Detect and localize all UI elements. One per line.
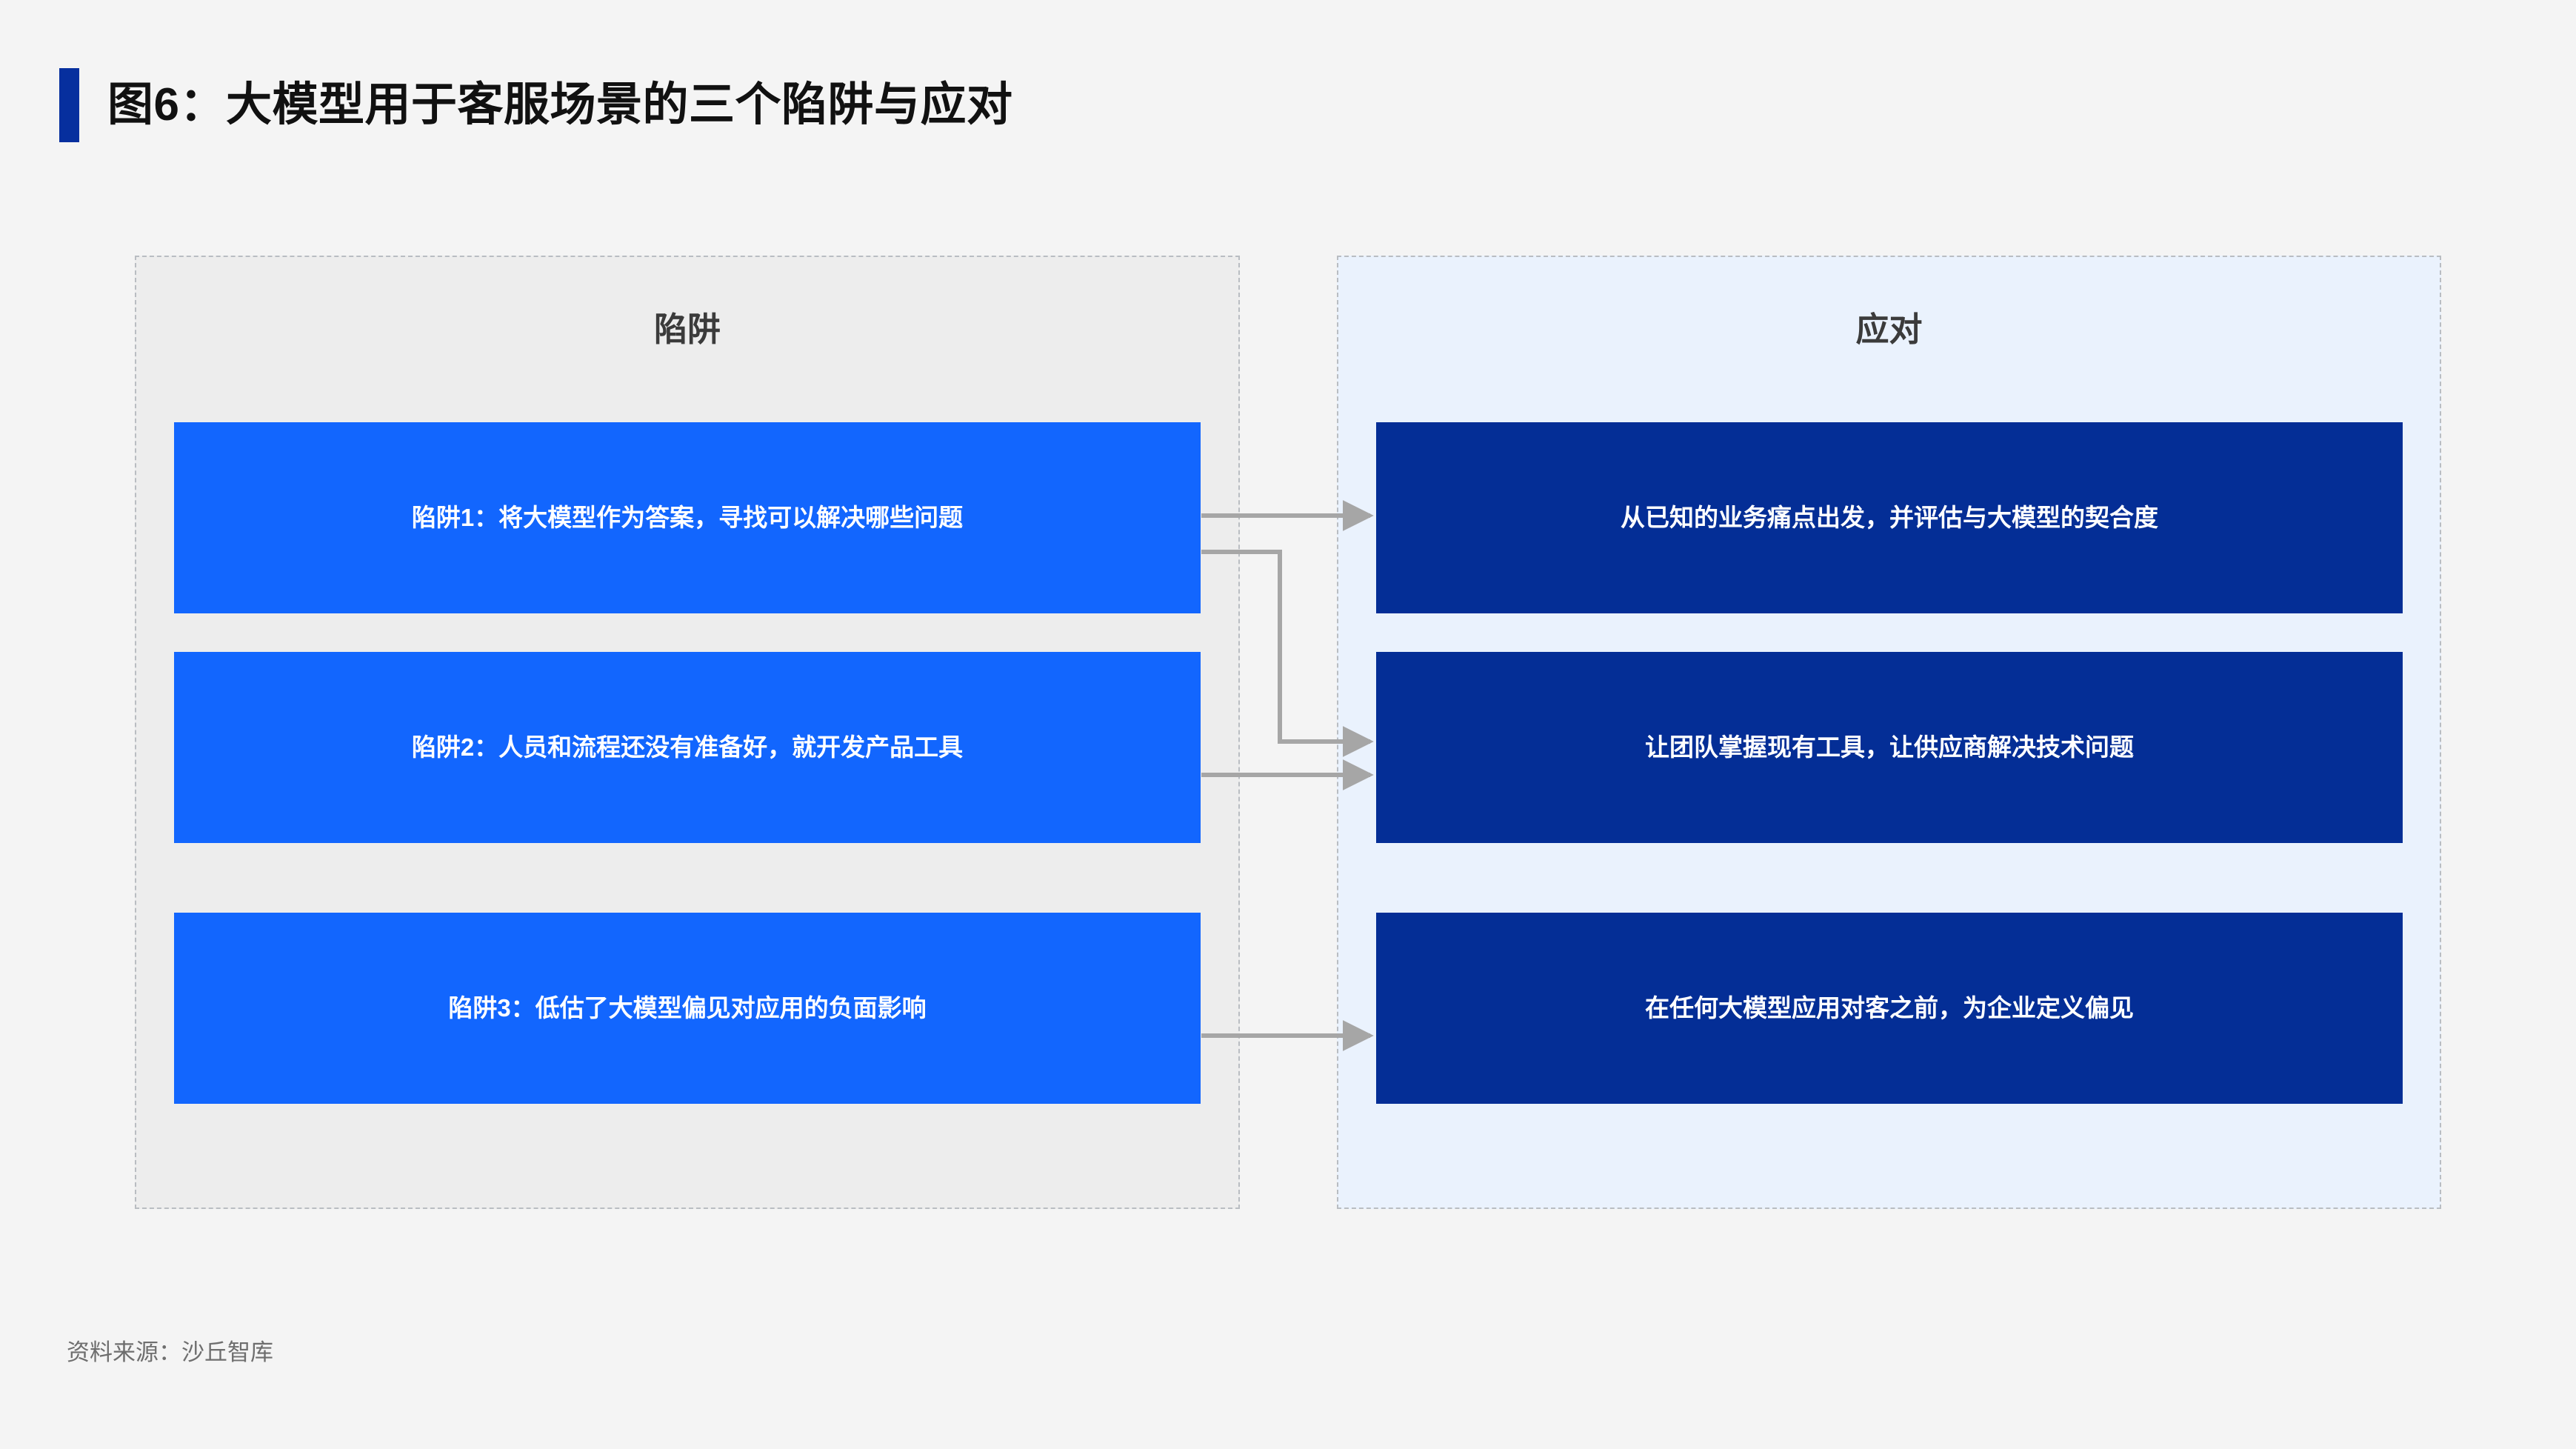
response-card-3-label: 在任何大模型应用对客之前，为企业定义偏见	[1645, 993, 2134, 1022]
traps-panel-header: 陷阱	[653, 310, 721, 348]
response-card-1[interactable]: 从已知的业务痛点出发，并评估与大模型的契合度	[1376, 422, 2403, 613]
trap-card-1-label: 陷阱1：将大模型作为答案，寻找可以解决哪些问题	[411, 503, 964, 531]
trap-card-2-label: 陷阱2：人员和流程还没有准备好，就开发产品工具	[411, 733, 964, 761]
page-title-row: 图6：大模型用于客服场景的三个陷阱与应对	[59, 67, 1012, 144]
trap-card-1[interactable]: 陷阱1：将大模型作为答案，寻找可以解决哪些问题	[174, 422, 1201, 613]
title-accent-bar	[59, 68, 79, 142]
trap-card-3[interactable]: 陷阱3：低估了大模型偏见对应用的负面影响	[174, 913, 1201, 1104]
response-card-1-label: 从已知的业务痛点出发，并评估与大模型的契合度	[1621, 503, 2158, 531]
response-card-2[interactable]: 让团队掌握现有工具，让供应商解决技术问题	[1376, 652, 2403, 843]
page-title: 图6：大模型用于客服场景的三个陷阱与应对	[107, 79, 1013, 130]
response-card-2-label: 让团队掌握现有工具，让供应商解决技术问题	[1645, 733, 2134, 761]
source-note: 资料来源：沙丘智库	[67, 1339, 273, 1365]
responses-panel-header: 应对	[1855, 310, 1923, 348]
response-card-3[interactable]: 在任何大模型应用对客之前，为企业定义偏见	[1376, 913, 2403, 1104]
trap-card-3-label: 陷阱3：低估了大模型偏见对应用的负面影响	[448, 993, 927, 1022]
trap-card-2[interactable]: 陷阱2：人员和流程还没有准备好，就开发产品工具	[174, 652, 1201, 843]
